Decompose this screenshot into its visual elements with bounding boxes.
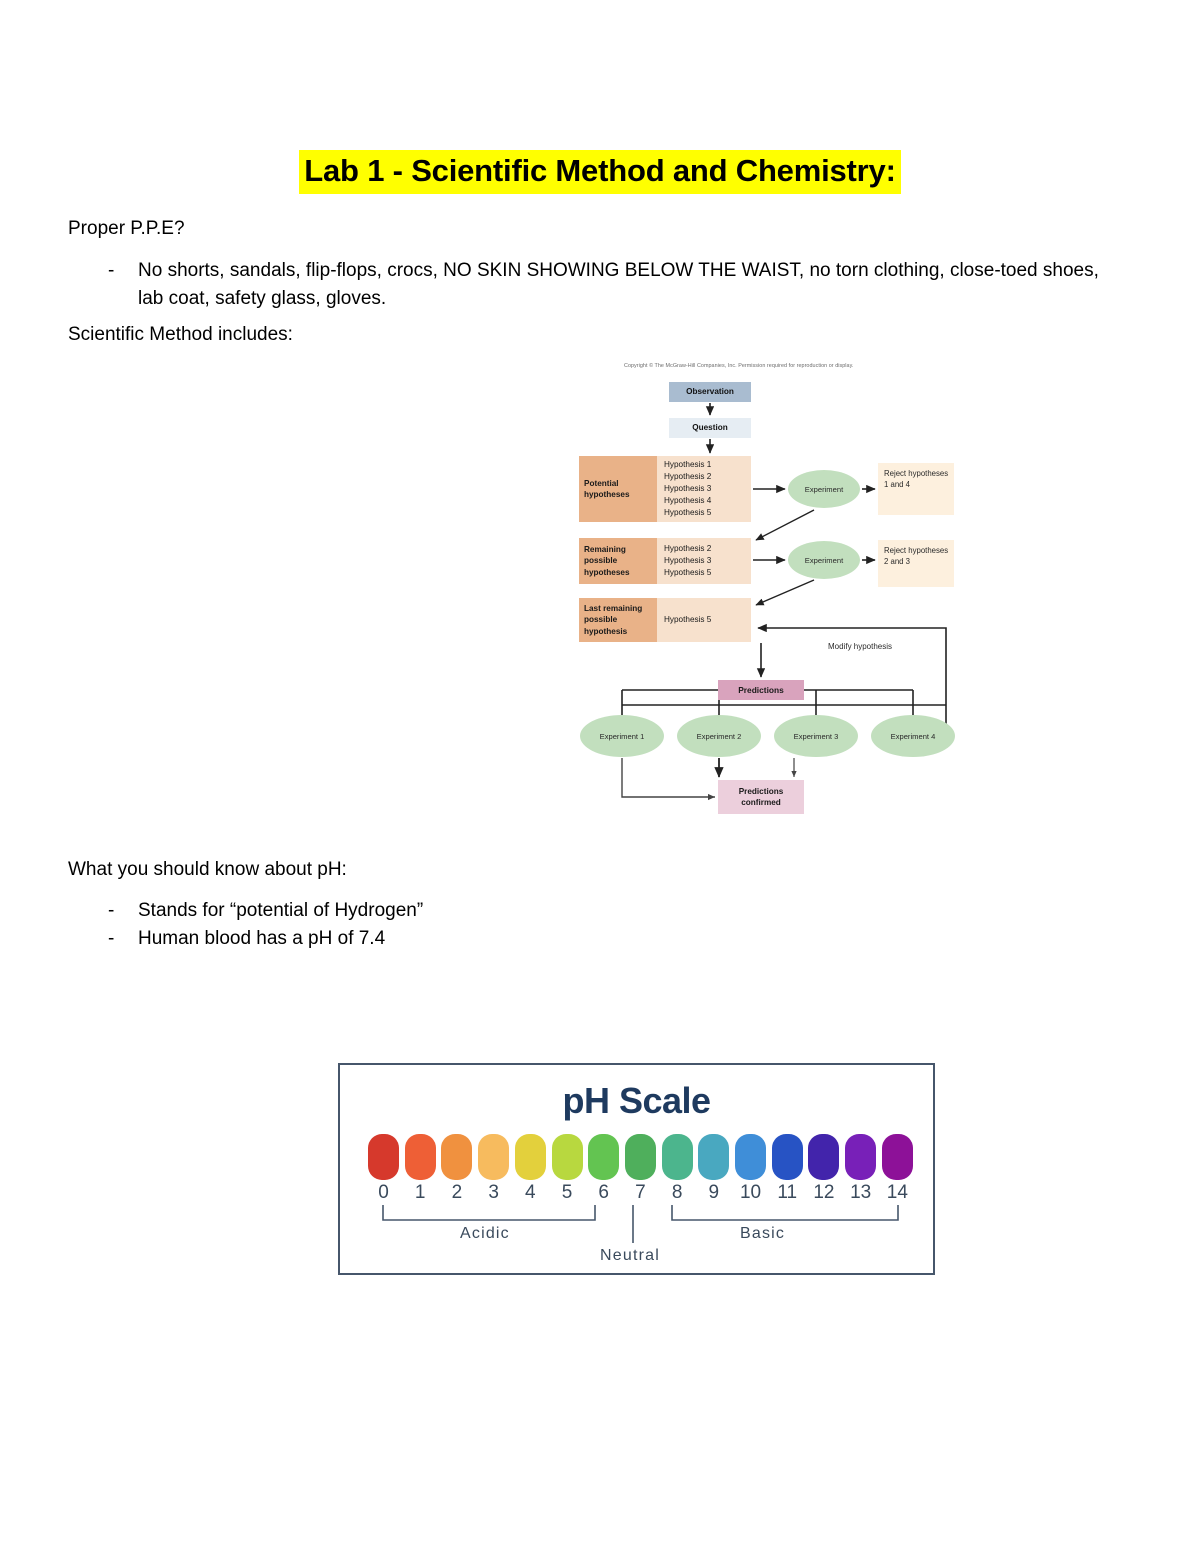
ph-value-label: 5: [561, 1182, 573, 1203]
ph-value-label: 11: [777, 1182, 798, 1203]
flowchart-question-box: Question: [669, 418, 751, 438]
ph-swatch-10: [735, 1134, 767, 1180]
ph-scale-swatches: [368, 1134, 913, 1180]
flowchart-experiment-oval-top: Experiment: [788, 470, 860, 508]
flowchart-experiment-4: Experiment 4: [871, 715, 955, 757]
list-item-text: Human blood has a pH of 7.4: [138, 927, 386, 949]
flowchart-observation-box: Observation: [669, 382, 751, 402]
flowchart-predictions-confirmed-box: Predictions confirmed: [718, 780, 804, 814]
flowchart-experiment-1: Experiment 1: [580, 715, 664, 757]
ph-value-label: 14: [886, 1182, 908, 1203]
flowchart-group-remaining: Remaining possible hypotheses Hypothesis…: [579, 538, 751, 584]
ph-swatch-8: [661, 1134, 693, 1180]
flowchart-experiment-2: Experiment 2: [677, 715, 761, 757]
ph-swatch-11: [771, 1134, 803, 1180]
ph-swatch-9: [698, 1134, 730, 1180]
ph-swatch-5: [551, 1134, 583, 1180]
hypothesis-item: Hypothesis 3: [664, 556, 712, 566]
scientific-method-heading: Scientific Method includes:: [68, 324, 293, 345]
hypothesis-item: Hypothesis 2: [664, 472, 712, 482]
ph-swatch-4: [514, 1134, 546, 1180]
hypothesis-item: Hypothesis 5: [664, 507, 712, 517]
hypothesis-item: Hypothesis 5: [664, 615, 712, 625]
bullet-marker: -: [108, 260, 115, 281]
ph-value-label: 3: [488, 1182, 499, 1203]
flowchart-predictions-box: Predictions: [718, 680, 804, 700]
ppe-heading: Proper P.P.E?: [68, 218, 185, 239]
ph-swatch-14: [881, 1134, 913, 1180]
ph-swatch-12: [808, 1134, 840, 1180]
page-title: Lab 1 - Scientific Method and Chemistry:: [299, 150, 901, 195]
ph-value-label: 1: [414, 1182, 426, 1203]
hypothesis-item: Hypothesis 5: [664, 567, 712, 577]
ph-bullet-list: - Stands for “potential of Hydrogen” - H…: [100, 897, 800, 952]
hypothesis-item: Hypothesis 2: [664, 544, 712, 554]
ph-swatch-3: [478, 1134, 510, 1180]
flowchart-connectors: [621, 403, 947, 801]
flowchart-modify-hypothesis-label: Modify hypothesis: [828, 642, 893, 651]
ph-value-label: 13: [850, 1182, 872, 1203]
scientific-method-flowchart: Copyright © The McGraw-Hill Companies, I…: [566, 360, 986, 830]
ph-value-label: 6: [598, 1182, 609, 1203]
page-title-container: Lab 1 - Scientific Method and Chemistry:: [0, 150, 1200, 195]
ph-swatch-0: [368, 1134, 399, 1180]
ph-swatch-7: [624, 1134, 656, 1180]
ph-range-basic-label: Basic: [740, 1225, 786, 1242]
group-label: Potential hypotheses: [579, 456, 657, 522]
ph-value-label: 10: [739, 1182, 762, 1203]
list-item-text: No shorts, sandals, flip-flops, crocs, N…: [138, 260, 1099, 309]
ph-value-label: 4: [525, 1182, 536, 1203]
group-items: Hypothesis 2 Hypothesis 3 Hypothesis 5: [657, 538, 751, 584]
ph-swatch-6: [588, 1134, 620, 1180]
ph-scale-brackets: [382, 1205, 899, 1243]
hypothesis-item: Hypothesis 3: [664, 484, 712, 494]
ph-range-neutral-label: Neutral: [600, 1247, 660, 1264]
hypothesis-item: Hypothesis 4: [664, 495, 712, 505]
flowchart-group-last-remaining: Last remaining possible hypothesis Hypot…: [579, 598, 751, 642]
ph-value-label: 8: [671, 1182, 683, 1203]
ph-range-acidic-label: Acidic: [460, 1225, 510, 1242]
group-items: Hypothesis 5: [657, 598, 751, 642]
ph-value-label: 0: [378, 1182, 389, 1203]
ph-swatch-2: [441, 1134, 473, 1180]
predictions-confirmed-line-1: Predictions: [738, 786, 784, 796]
ph-scale-title: pH Scale: [562, 1080, 711, 1121]
flowchart-reject-box-1: Reject hypotheses 1 and 4: [878, 463, 954, 515]
list-item: - Human blood has a pH of 7.4: [100, 925, 800, 953]
hypothesis-item: Hypothesis 1: [664, 460, 712, 470]
ph-heading: What you should know about pH:: [68, 859, 347, 880]
list-item: - No shorts, sandals, flip-flops, crocs,…: [100, 257, 1128, 312]
bullet-marker: -: [108, 927, 115, 949]
flowchart-reject-box-2: Reject hypotheses 2 and 3: [878, 540, 954, 587]
bullet-marker: -: [108, 900, 115, 921]
ph-value-label: 12: [813, 1182, 835, 1203]
ph-value-label: 2: [451, 1182, 463, 1203]
group-label: Remaining possible hypotheses: [579, 538, 657, 584]
ph-value-label: 7: [635, 1182, 646, 1203]
ph-swatch-13: [845, 1134, 877, 1180]
flowchart-group-potential: Potential hypotheses Hypothesis 1 Hypoth…: [579, 456, 751, 522]
group-items: Hypothesis 1 Hypothesis 2 Hypothesis 3 H…: [657, 456, 751, 522]
ph-value-label: 9: [708, 1182, 720, 1203]
figure-copyright: Copyright © The McGraw-Hill Companies, I…: [624, 363, 854, 369]
predictions-confirmed-line-2: confirmed: [741, 798, 781, 807]
ppe-bullet-list: - No shorts, sandals, flip-flops, crocs,…: [100, 257, 1128, 312]
group-label: Last remaining possible hypothesis: [579, 598, 657, 642]
ph-swatch-1: [404, 1134, 436, 1180]
flowchart-experiment-3: Experiment 3: [774, 715, 858, 757]
list-item: - Stands for “potential of Hydrogen”: [100, 897, 800, 925]
flowchart-experiment-oval-mid: Experiment: [788, 541, 860, 579]
list-item-text: Stands for “potential of Hydrogen”: [138, 900, 424, 921]
